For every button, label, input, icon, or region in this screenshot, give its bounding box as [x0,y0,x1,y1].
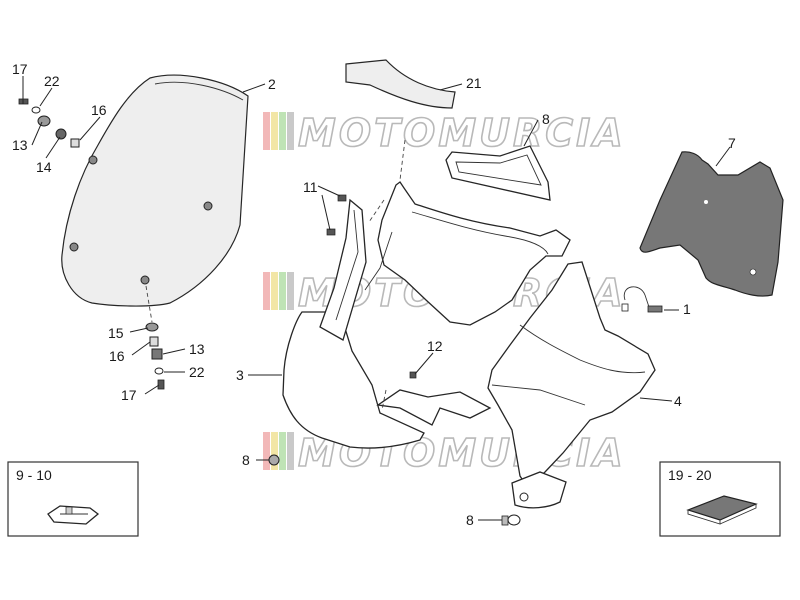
callout-7: 7 [728,135,736,151]
watermark-top: MOTOMURCIA [263,110,626,156]
outer-fairing-part-4 [487,261,656,509]
kit-box-9-10: 9 - 10 [7,461,139,537]
callout-13: 13 [12,137,28,153]
windscreen-part-2 [61,74,249,307]
callout-14: 14 [36,159,52,175]
callout-22b: 22 [189,364,205,380]
callout-15: 15 [108,325,124,341]
callout-11: 11 [303,179,318,195]
mounting-bracket-part-11 [319,194,367,341]
kit-box-label-9-10: 9 - 10 [16,467,52,483]
callout-16: 16 [91,102,107,118]
windscreen-fasteners-top [18,84,80,148]
callout-21: 21 [466,75,482,91]
callout-8: 8 [542,111,550,127]
callout-8b: 8 [242,452,250,468]
cable-clip-part-1 [621,286,663,313]
callout-1: 1 [683,301,691,317]
instrument-frame-part-8 [445,145,551,201]
kit-box-19-20: 19 - 20 [659,461,781,537]
screw-part-8-left [262,454,280,466]
callout-labels: 17 22 16 13 14 2 21 8 7 11 1 15 16 13 22… [12,61,736,528]
callout-22: 22 [44,73,60,89]
callout-13b: 13 [189,341,205,357]
callout-12: 12 [427,338,443,354]
windscreen-fasteners-bottom [145,285,165,390]
spring-nut-icon [47,505,100,525]
callout-3: 3 [236,367,244,383]
callout-17: 17 [12,61,28,77]
watermark-text: MOTOMURCIA [298,111,626,155]
callout-16b: 16 [109,348,125,364]
top-panel-part-21 [345,59,456,109]
callout-8c: 8 [466,512,474,528]
lower-bracket-part-12 [376,371,492,426]
callout-4: 4 [674,393,682,409]
callout-2: 2 [268,76,276,92]
inner-fairing-part-3 [282,139,571,449]
callout-17b: 17 [121,387,137,403]
adhesive-pad-icon [686,495,758,525]
screw-part-8-bottom [501,514,521,526]
kit-box-label-19-20: 19 - 20 [668,467,712,483]
leader-lines [22,76,731,521]
inner-panel-part-7 [639,151,784,297]
